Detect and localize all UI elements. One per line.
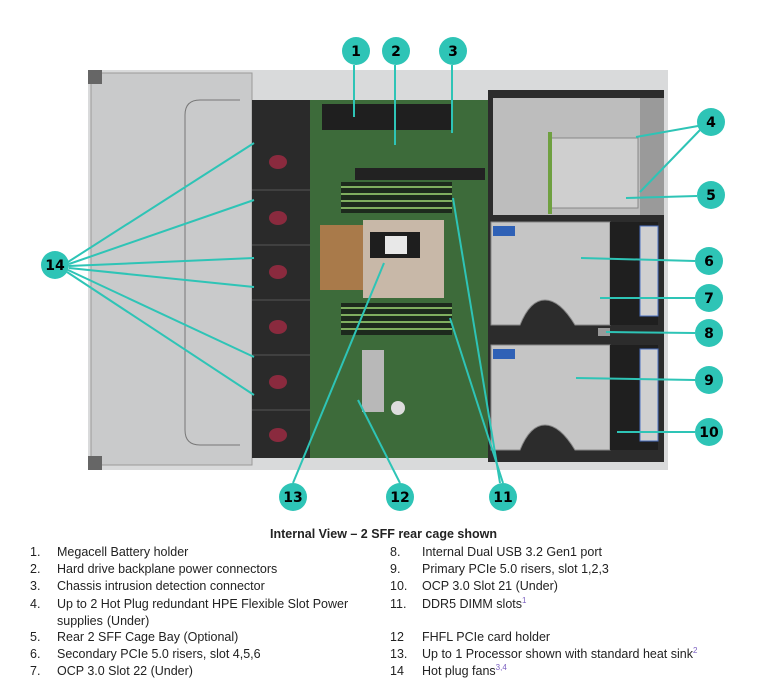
legend-number: 3.	[30, 579, 41, 593]
legend-number: 4.	[30, 597, 41, 611]
legend-text: Up to 2 Hot Plug redundant HPE Flexible …	[57, 596, 387, 630]
callout-1: 1	[342, 37, 370, 65]
callout-13: 13	[279, 483, 307, 511]
dimm-slots-bottom	[341, 303, 452, 335]
legend-number: 5.	[30, 630, 41, 644]
callout-14: 14	[41, 251, 69, 279]
fans	[252, 155, 310, 442]
callout-3: 3	[439, 37, 467, 65]
legend-text: Hot plug fans3,4	[422, 663, 507, 680]
legend-text-main: DDR5 DIMM slots	[422, 597, 523, 611]
legend-text: Megacell Battery holder	[57, 545, 189, 559]
legend-number: 8.	[390, 545, 401, 559]
legend-text-main: Up to 1 Processor shown with standard he…	[422, 647, 693, 661]
legend-number: 11.	[390, 597, 407, 611]
callout-6: 6	[695, 247, 723, 275]
svg-text:9: 9	[704, 373, 714, 389]
rear-sff-cage	[493, 98, 640, 215]
svg-text:7: 7	[704, 291, 714, 307]
legend-number: 2.	[30, 562, 41, 576]
server-internal-view-diagram: 1 2 3 4 5 6 7 8 9 10 11 12 13 14	[41, 37, 725, 511]
svg-text:1: 1	[351, 44, 361, 60]
dimm-slots-top	[341, 182, 452, 213]
legend-text: Up to 1 Processor shown with standard he…	[422, 646, 697, 663]
internal-usb-port	[598, 328, 610, 336]
fhfl-card-holder	[362, 350, 384, 412]
legend-text: Rear 2 SFF Cage Bay (Optional)	[57, 630, 239, 644]
legend-text-continued: (Under)	[106, 614, 150, 628]
legend-number: 12	[390, 630, 404, 644]
legend-text: FHFL PCIe card holder	[422, 630, 551, 644]
primary-riser	[490, 344, 659, 451]
legend-number: 1.	[30, 545, 41, 559]
legend-text-main: Up to 2 Hot Plug redundant HPE Flexible …	[57, 597, 349, 628]
svg-text:6: 6	[704, 254, 714, 270]
legend-number: 7.	[30, 664, 41, 678]
callout-4: 4	[697, 108, 725, 136]
svg-text:11: 11	[493, 490, 512, 506]
svg-text:14: 14	[45, 258, 65, 274]
legend-text: OCP 3.0 Slot 21 (Under)	[422, 579, 558, 593]
power-supply-area	[640, 98, 664, 215]
svg-text:10: 10	[699, 425, 719, 441]
secondary-riser	[490, 221, 659, 326]
footnote-marker[interactable]: 3,4	[495, 662, 507, 672]
front-drive-panel	[90, 72, 253, 466]
legend-text: OCP 3.0 Slot 22 (Under)	[57, 664, 193, 678]
legend-number: 10.	[390, 579, 408, 593]
legend-text: Internal Dual USB 3.2 Gen1 port	[422, 545, 602, 559]
svg-text:13: 13	[283, 490, 302, 506]
legend-number: 6.	[30, 647, 41, 661]
legend-number: 13.	[390, 647, 408, 661]
legend-number: 9.	[390, 562, 401, 576]
callout-lines	[66, 65, 701, 484]
callout-9: 9	[695, 366, 723, 394]
callout-7: 7	[695, 284, 723, 312]
svg-text:5: 5	[706, 188, 716, 204]
svg-text:2: 2	[391, 44, 401, 60]
footnote-marker[interactable]: 1	[522, 595, 527, 605]
server-chassis	[88, 70, 668, 470]
legend-number: 14	[390, 664, 404, 678]
legend-text-main: Hot plug fans	[422, 664, 496, 678]
callout-12: 12	[386, 483, 414, 511]
svg-text:3: 3	[448, 44, 458, 60]
legend-text: Primary PCIe 5.0 risers, slot 1,2,3	[422, 562, 609, 576]
figure-caption: Internal View – 2 SFF rear cage shown	[270, 527, 497, 541]
callout-2: 2	[382, 37, 410, 65]
fan-bay	[252, 100, 310, 458]
footnote-marker[interactable]: 2	[692, 645, 698, 655]
legend-text: Secondary PCIe 5.0 risers, slot 4,5,6	[57, 647, 261, 661]
svg-text:12: 12	[390, 490, 409, 506]
legend-text: Chassis intrusion detection connector	[57, 579, 265, 593]
callout-11: 11	[489, 483, 517, 511]
callout-8: 8	[695, 319, 723, 347]
legend-text: DDR5 DIMM slots1	[422, 596, 526, 613]
svg-text:4: 4	[706, 115, 716, 131]
callout-5: 5	[697, 181, 725, 209]
svg-text:8: 8	[704, 326, 714, 342]
processor-heat-sink	[320, 220, 444, 298]
legend-text: Hard drive backplane power connectors	[57, 562, 278, 576]
callout-10: 10	[695, 418, 723, 446]
